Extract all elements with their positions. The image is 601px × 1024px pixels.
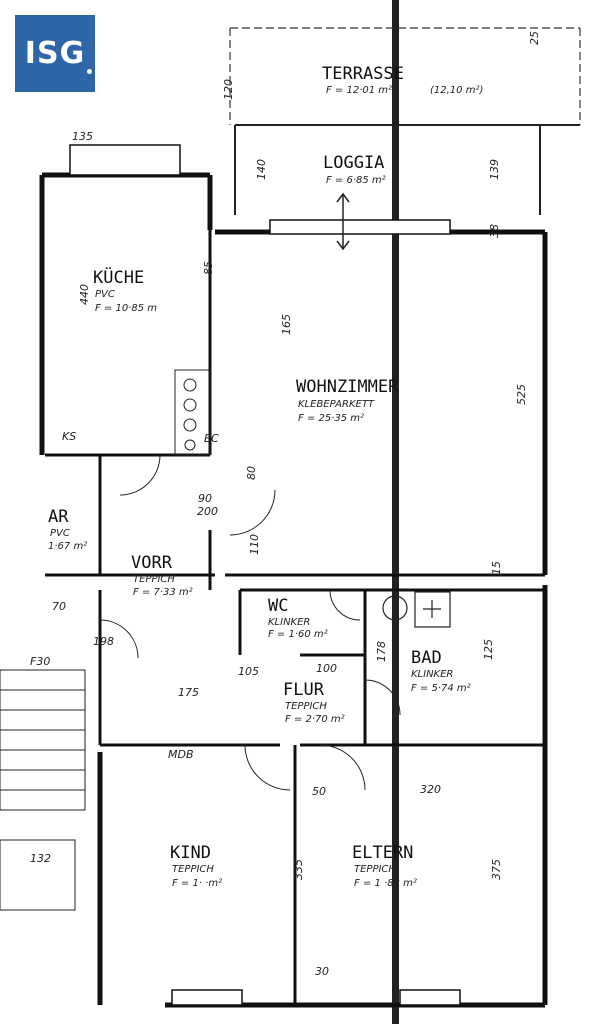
- room-bad-floor: KLINKER: [411, 669, 453, 680]
- dim-70: 70: [52, 600, 66, 613]
- dim-525: 525: [515, 384, 528, 405]
- room-bad-area: F = 5·74 m²: [411, 683, 471, 694]
- dim-50: 50: [312, 785, 326, 798]
- door-swings: [99, 454, 401, 791]
- room-wc-area: F = 1·60 m²: [268, 629, 328, 640]
- room-terrasse-note: (12,10 m²): [430, 85, 483, 96]
- dim-178: 178: [375, 641, 388, 662]
- dim-440: 440: [78, 284, 91, 305]
- dim-135: 135: [72, 130, 93, 143]
- room-wc: WC: [268, 596, 288, 616]
- stairwell: [0, 669, 86, 911]
- dim-165: 165: [280, 314, 293, 335]
- room-wohnzimmer: WOHNZIMMER: [296, 377, 399, 397]
- logo-dot: [87, 69, 92, 74]
- room-eltern-area: F = 1 ·83 m²: [354, 878, 417, 889]
- interior-walls: [45, 230, 545, 1005]
- room-kind-area: F = 1· ·m²: [172, 878, 222, 889]
- dim-140: 140: [255, 159, 268, 180]
- room-flur: FLUR: [283, 680, 325, 700]
- dim-120: 120: [222, 79, 235, 100]
- room-terrasse-area: F = 12·01 m²: [326, 85, 392, 96]
- room-kueche: KÜCHE: [93, 266, 144, 288]
- loggia-arrow: [336, 192, 350, 251]
- label-stairs-num: 132: [30, 852, 51, 865]
- room-loggia: LOGGIA: [323, 153, 384, 173]
- label-mdb: MDB: [168, 748, 194, 761]
- dim-198: 198: [93, 635, 114, 648]
- room-loggia-area: F = 6·85 m²: [326, 175, 386, 186]
- dim-105: 105: [238, 665, 259, 678]
- dim-30: 30: [315, 965, 329, 978]
- label-f30: F30: [30, 655, 50, 668]
- room-kind: KIND: [170, 843, 211, 863]
- dim-320: 320: [420, 783, 441, 796]
- room-wc-floor: KLINKER: [268, 617, 310, 628]
- dim-375: 375: [490, 859, 503, 880]
- room-terrasse: TERRASSE: [322, 64, 404, 84]
- logo-text: ISG: [24, 36, 86, 71]
- loggia-outline: [234, 124, 580, 215]
- room-ar-floor: PVC: [50, 528, 70, 539]
- room-kueche-floor: PVC: [95, 289, 115, 300]
- dim-90: 90: [198, 492, 212, 505]
- dim-15: 15: [490, 561, 503, 575]
- dim-100: 100: [316, 662, 337, 675]
- scan-seam: [392, 0, 399, 1024]
- dim-200: 200: [197, 505, 218, 518]
- label-ec: EC: [204, 432, 219, 445]
- dim-110: 110: [248, 534, 261, 555]
- label-ks: KS: [62, 430, 76, 443]
- room-vorr-floor: TEPPICH: [133, 574, 175, 585]
- room-vorr-area: F = 7·33 m²: [133, 587, 193, 598]
- room-vorr: VORR: [131, 553, 173, 573]
- dim-175: 175: [178, 686, 199, 699]
- room-flur-floor: TEPPICH: [285, 701, 327, 712]
- room-flur-area: F = 2·70 m²: [285, 714, 345, 725]
- dim-25: 25: [528, 31, 541, 45]
- room-wohnzimmer-area: F = 25·35 m²: [298, 413, 364, 424]
- room-wohnzimmer-floor: KLEBEPARKETT: [298, 399, 375, 410]
- dim-335: 335: [292, 859, 305, 880]
- bathroom-fixtures: [382, 591, 451, 628]
- dim-85: 85: [202, 261, 215, 275]
- isg-logo: ISG: [15, 15, 95, 92]
- dim-80: 80: [245, 466, 258, 480]
- room-kueche-area: F = 10·85 m: [95, 303, 157, 314]
- room-eltern: ELTERN: [352, 843, 413, 863]
- kitchen-stove: [174, 369, 211, 456]
- terrace-outline: [229, 27, 581, 125]
- dim-38: 38: [488, 224, 501, 238]
- room-ar-area: 1·67 m²: [48, 541, 87, 552]
- room-eltern-floor: TEPPICH: [354, 864, 396, 875]
- dim-139: 139: [488, 159, 501, 180]
- room-ar: AR: [48, 507, 69, 527]
- dim-125: 125: [482, 639, 495, 660]
- room-bad: BAD: [411, 648, 442, 668]
- windows: [69, 144, 461, 1006]
- room-kind-floor: TEPPICH: [172, 864, 214, 875]
